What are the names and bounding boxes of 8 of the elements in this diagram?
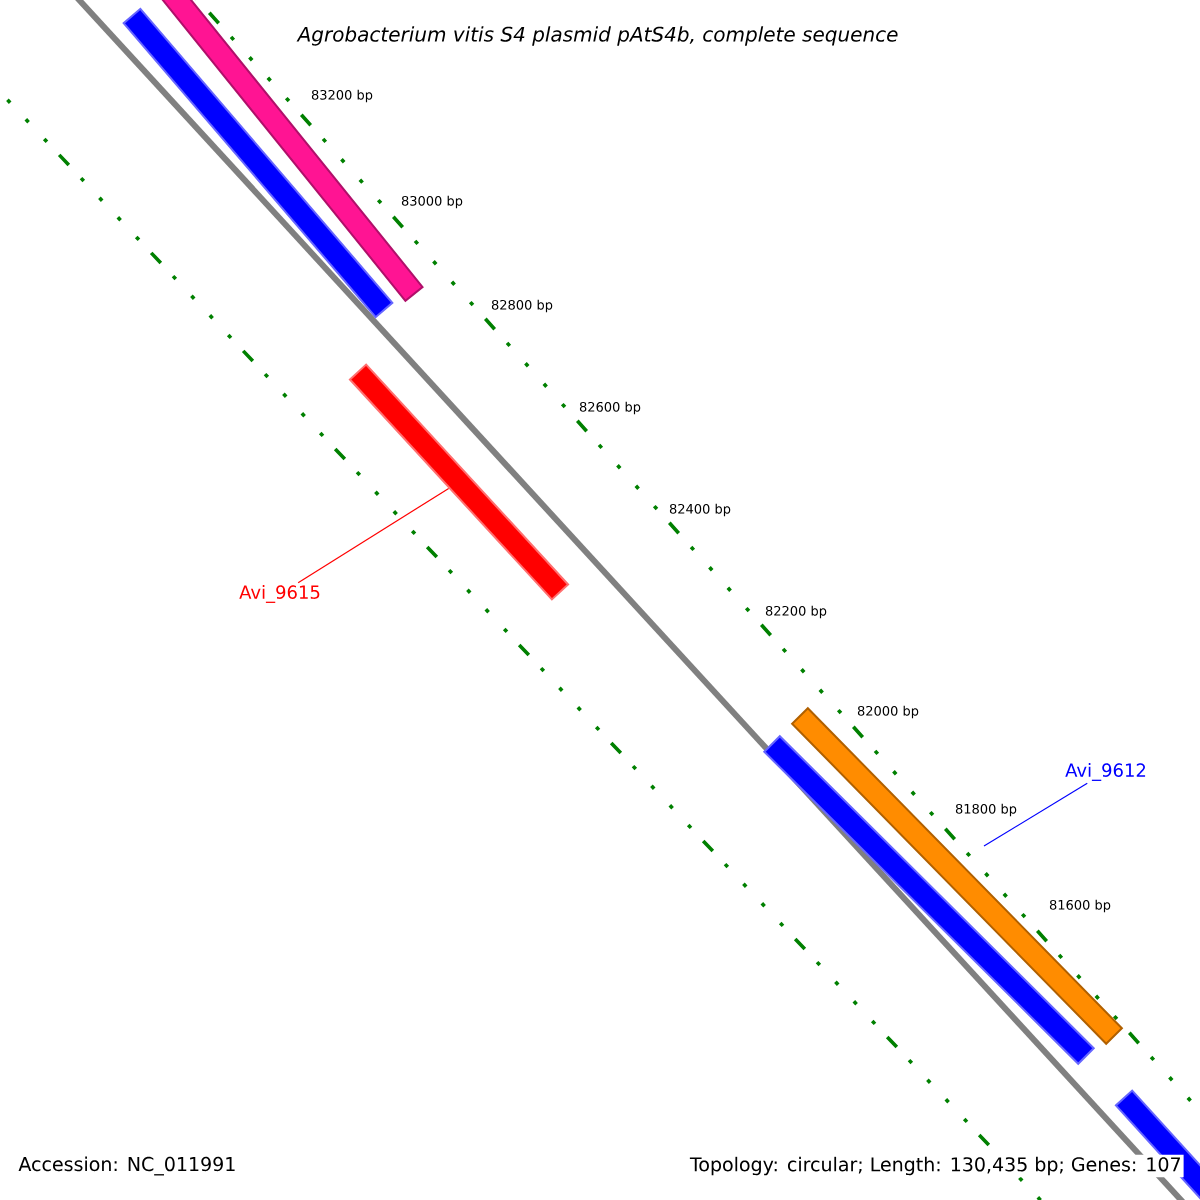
gene-bar (348, 363, 570, 601)
gene-label: Avi_9612 (1065, 763, 1146, 781)
leader-line (297, 487, 450, 584)
title: Agrobacterium vitis S4 plasmid pAtS4b, complete sequence (293, 22, 903, 50)
leader-line (983, 782, 1088, 847)
footer-text: Topology: circular; Length: 130,435 bp; Genes: 107 (687, 1154, 1184, 1178)
footer-text: Accession: NC_011991 (16, 1154, 239, 1178)
gene-label: Avi_9615 (239, 585, 320, 603)
